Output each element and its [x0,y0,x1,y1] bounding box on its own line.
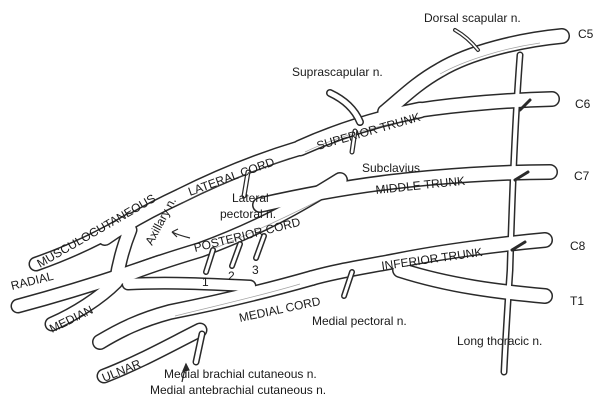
label-lateral-pectoral-1: Lateral [232,191,269,205]
label-suprascapular: Suprascapular n. [292,65,383,79]
root-label-c6: C6 [575,97,591,111]
branch-label-musculocutaneous: MUSCULOCUTANEOUS [35,191,158,270]
cutaneous-arrow [181,362,190,383]
subscapular-number-3: 3 [252,263,259,277]
nerve-shading [174,42,541,317]
label-dorsal-scapular: Dorsal scapular n. [424,11,521,25]
subscapular-number-2: 2 [228,269,235,283]
label-lateral-pectoral-2: pectoral n. [220,207,276,221]
nerve-fills [12,29,569,382]
label-subclavius: Subclavius [362,161,420,175]
axillary-arrow [171,228,191,239]
label-long-thoracic: Long thoracic n. [457,334,542,348]
root-label-t1: T1 [570,294,584,308]
label-medial-antebrachial-cutaneous: Medial antebrachial cutaneous n. [150,383,326,397]
branch-label-radial: RADIAL [9,269,55,293]
label-medial-pectoral: Medial pectoral n. [312,314,407,328]
root-label-c8: C8 [570,239,586,253]
root-label-c5: C5 [578,27,594,41]
label-medial-brachial-cutaneous: Medial brachial cutaneous n. [164,367,317,381]
subscapular-number-1: 1 [202,275,209,289]
root-label-c7: C7 [574,169,590,183]
small-branches [192,28,532,366]
